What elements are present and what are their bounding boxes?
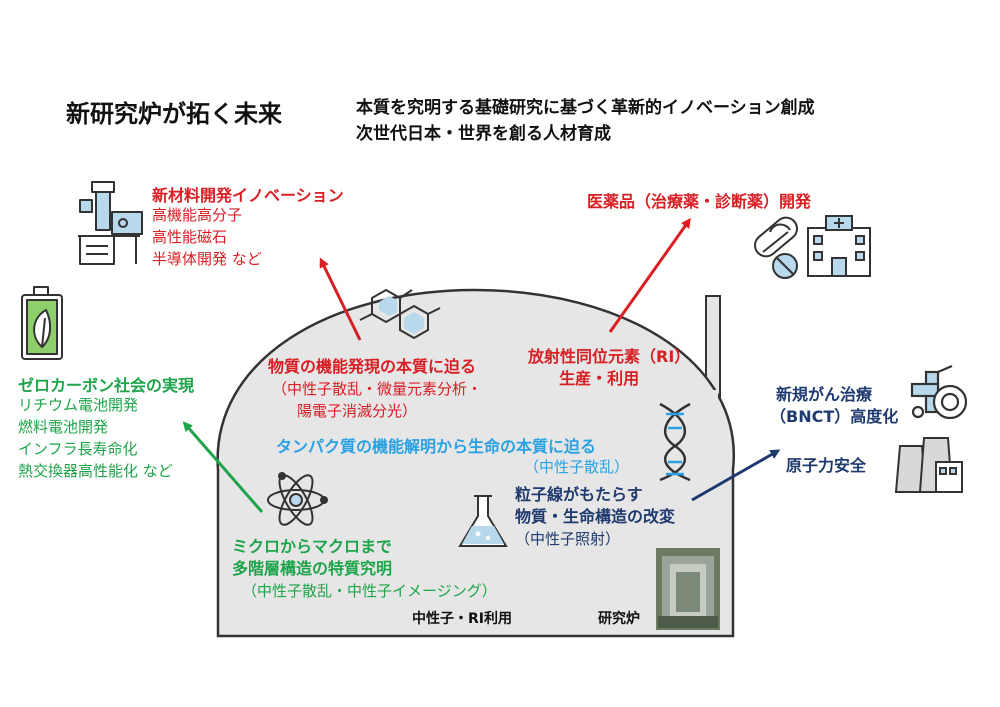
flask-icon — [458, 495, 508, 547]
particle-block: 粒子線がもたらす 物質・生命構造の改変 （中性子照射） — [515, 484, 675, 550]
nuclear-safety-label: 原子力安全 — [786, 456, 867, 475]
medicine-heading: 医薬品（治療薬・診断薬）開発 — [587, 192, 812, 211]
arrow-zero-carbon — [182, 421, 264, 513]
zero-carbon-item: 燃料電池開発 — [18, 418, 109, 436]
materials-heading: 新材料開発イノベーション — [152, 186, 344, 205]
protein-method: （中性子散乱） — [524, 458, 630, 476]
pill-icon — [754, 216, 798, 279]
function-origin-methods-2: 陽電子消滅分光） — [297, 402, 418, 420]
materials-item: 高性能磁石 — [152, 228, 228, 246]
cancer-line-1: 新規がん治療 — [776, 385, 873, 404]
function-origin-title: 物質の機能発現の本質に迫る — [268, 357, 477, 376]
function-origin-methods-1: （中性子散乱・微量元素分析・ — [272, 380, 483, 398]
subtitle-line-1: 本質を究明する基礎研究に基づく革新的イノベーション創成 — [356, 98, 815, 118]
function-origin-block: 物質の機能発現の本質に迫る （中性子散乱・微量元素分析・ 陽電子消滅分光） — [262, 356, 482, 422]
hierarchy-line-1: ミクロからマクロまで — [232, 537, 393, 556]
power-plant-icon — [894, 437, 963, 493]
particle-method: （中性子照射） — [515, 530, 621, 548]
wheelchair-icon — [910, 364, 968, 420]
zero-carbon-item: 熱交換器高性能化 など — [18, 462, 173, 480]
cancer-line-2: （BNCT）高度化 — [770, 407, 899, 426]
zero-carbon-item: インフラ長寿命化 — [18, 440, 138, 458]
cancer-therapy-label: 新規がん治療 （BNCT）高度化 — [770, 384, 898, 428]
protein-title: タンパク質の機能解明から生命の本質に迫る — [276, 437, 597, 456]
radioisotope-sub: 生産・利用 — [559, 369, 640, 388]
dna-icon — [659, 402, 691, 482]
zero-carbon-heading: ゼロカーボン社会の実現 — [18, 376, 195, 395]
hierarchy-method: （中性子散乱・中性子イメージング） — [242, 582, 497, 600]
hierarchy-line-2: 多階層構造の特質究明 — [232, 559, 393, 578]
materials-item: 半導体開発 など — [152, 250, 262, 268]
hospital-icon — [807, 215, 871, 277]
neutron-ri-label: 中性子・RI利用 — [412, 611, 512, 627]
molecule-icon — [359, 288, 441, 340]
arrow-cancer-safety — [691, 449, 781, 502]
reactor-label: 研究炉 — [598, 611, 640, 627]
radioisotope-title: 放射性同位元素（RI） — [528, 347, 691, 366]
battery-leaf-icon — [21, 286, 63, 360]
reactor-photo — [656, 548, 720, 630]
hierarchy-block: ミクロからマクロまで 多階層構造の特質究明 （中性子散乱・中性子イメージング） — [232, 536, 497, 602]
materials-item: 高機能高分子 — [152, 206, 243, 224]
materials-list: 高機能高分子 高性能磁石 半導体開発 など — [152, 204, 262, 270]
arrow-materials — [319, 257, 362, 341]
page-title: 新研究炉が拓く未来 — [66, 100, 282, 128]
arrow-medicine — [608, 217, 691, 333]
zero-carbon-item: リチウム電池開発 — [18, 396, 139, 414]
zero-carbon-list: リチウム電池開発 燃料電池開発 インフラ長寿命化 熱交換器高性能化 など — [18, 394, 173, 482]
radioisotope-block: 放射性同位元素（RI） 生産・利用 — [528, 346, 690, 390]
particle-line-2: 物質・生命構造の改変 — [515, 507, 676, 526]
subtitle-line-2: 次世代日本・世界を創る人材育成 — [356, 124, 611, 144]
particle-line-1: 粒子線がもたらす — [515, 485, 643, 504]
atom-icon — [267, 472, 328, 526]
reactor-dome — [216, 288, 736, 638]
lab-equipment-icon — [78, 181, 143, 265]
